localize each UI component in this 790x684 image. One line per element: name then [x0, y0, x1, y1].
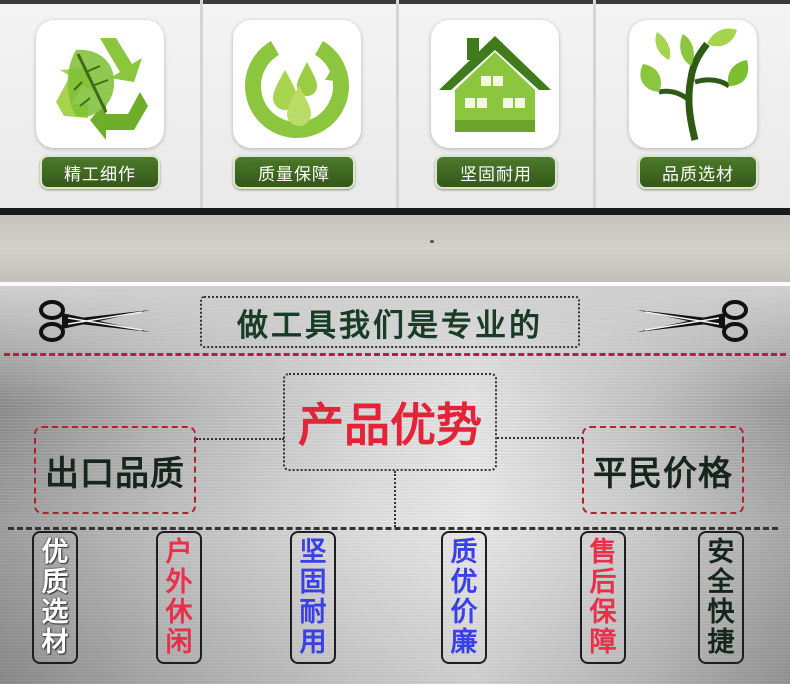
column-char: 闲 [165, 626, 193, 658]
column-char: 后 [589, 566, 617, 598]
column-char: 安 [707, 536, 735, 568]
dashed-divider [8, 527, 778, 530]
feature-label: 精工细作 [40, 155, 160, 189]
column-char: 选 [41, 596, 69, 628]
connector-line [497, 437, 583, 439]
column-char: 质 [450, 536, 478, 568]
feature-label: 坚固耐用 [435, 155, 557, 189]
column-char: 售 [589, 536, 617, 568]
export-quality-label: 出口品质 [34, 426, 196, 514]
advantage-title: 产品优势 [283, 373, 497, 471]
stone-speck [430, 240, 434, 243]
column-char: 休 [165, 596, 193, 628]
feature-label: 质量保障 [233, 155, 355, 189]
divider [200, 0, 203, 210]
column-char: 价 [450, 596, 478, 628]
affordable-price-label: 平民价格 [582, 426, 744, 514]
feature-column: 坚 固 耐 用 [290, 531, 336, 664]
top-border [0, 0, 790, 4]
divider [396, 0, 399, 210]
red-dashed-divider [4, 353, 786, 356]
column-char: 优 [41, 536, 69, 568]
column-char: 捷 [707, 626, 735, 658]
feature-column: 户 外 休 闲 [156, 531, 202, 664]
column-char: 保 [589, 596, 617, 628]
feature-column: 售 后 保 障 [580, 531, 626, 664]
column-char: 用 [299, 626, 327, 658]
column-char: 快 [707, 596, 735, 628]
column-char: 廉 [450, 626, 478, 658]
scissors-icon [39, 300, 150, 342]
column-char: 固 [299, 566, 327, 598]
band-divider [0, 282, 790, 286]
column-char: 优 [450, 566, 478, 598]
feature-column: 安 全 快 捷 [698, 531, 744, 664]
divider [593, 0, 596, 210]
water-drop-cycle-icon [233, 20, 361, 148]
column-char: 户 [165, 536, 193, 568]
column-char: 质 [41, 566, 69, 598]
feature-column: 优 质 选 材 [32, 531, 78, 664]
feature-column: 质 优 价 廉 [441, 531, 487, 664]
column-char: 材 [41, 626, 69, 658]
growing-plant-icon [629, 20, 757, 148]
headline: 做工具我们是专业的 [200, 296, 580, 348]
green-house-icon [431, 20, 559, 148]
recycle-leaf-icon [36, 20, 164, 148]
connector-line [394, 471, 396, 527]
scissors-icon [637, 300, 748, 342]
column-char: 坚 [299, 536, 327, 568]
column-char: 障 [589, 626, 617, 658]
connector-line [196, 438, 284, 440]
column-char: 外 [165, 566, 193, 598]
column-char: 耐 [299, 596, 327, 628]
stone-band [0, 215, 790, 282]
column-char: 全 [707, 566, 735, 598]
band-divider [0, 208, 790, 215]
feature-label: 品质选材 [638, 155, 758, 189]
